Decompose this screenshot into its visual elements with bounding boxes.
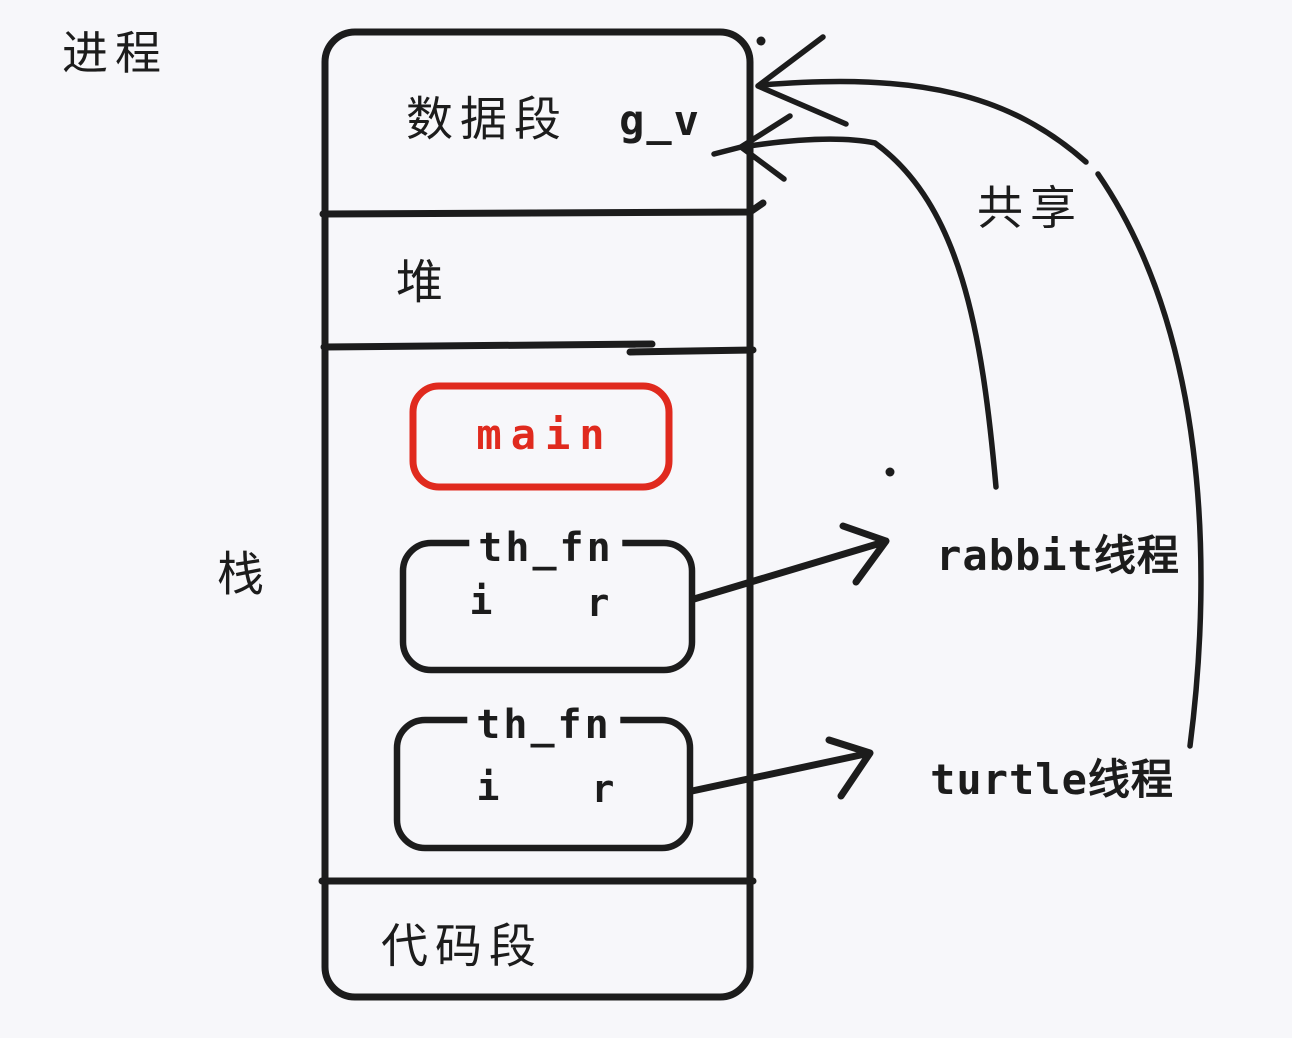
turtle-thread-label: turtle线程 xyxy=(930,755,1174,804)
shared-curve-outer-head xyxy=(755,34,1089,165)
shared-curve-outer-tail xyxy=(1095,171,1204,749)
code-segment-label: 代码段 xyxy=(381,919,543,973)
data-segment-label: 数据段 xyxy=(406,92,568,146)
rabbit-thread-label: rabbit线程 xyxy=(936,531,1180,580)
ink-dot-middle xyxy=(885,467,895,477)
var-r-label-2: r xyxy=(591,767,615,811)
turtle-arrow xyxy=(688,736,874,800)
ink-dot-top xyxy=(756,36,766,46)
process-box xyxy=(321,28,754,1001)
thread-function-label-1: th_fn xyxy=(469,528,623,568)
thread-function-label-2: th_fn xyxy=(467,705,621,745)
var-i-label-2: i xyxy=(476,765,500,809)
var-r-label-1: r xyxy=(586,581,610,625)
divider-data-heap xyxy=(319,199,767,218)
shared-label: 共享 xyxy=(977,182,1083,234)
var-i-label-1: i xyxy=(469,579,493,623)
shared-curve-inner xyxy=(711,113,999,490)
stack-label: 栈 xyxy=(217,547,271,601)
divider-heap-stack xyxy=(320,340,757,356)
main-frame xyxy=(409,382,673,491)
global-variable-label: g_v xyxy=(619,96,701,145)
main-function-label: main xyxy=(476,410,614,459)
heap-label: 堆 xyxy=(396,255,450,309)
rabbit-arrow xyxy=(690,522,890,603)
process-label: 进程 xyxy=(62,27,168,79)
